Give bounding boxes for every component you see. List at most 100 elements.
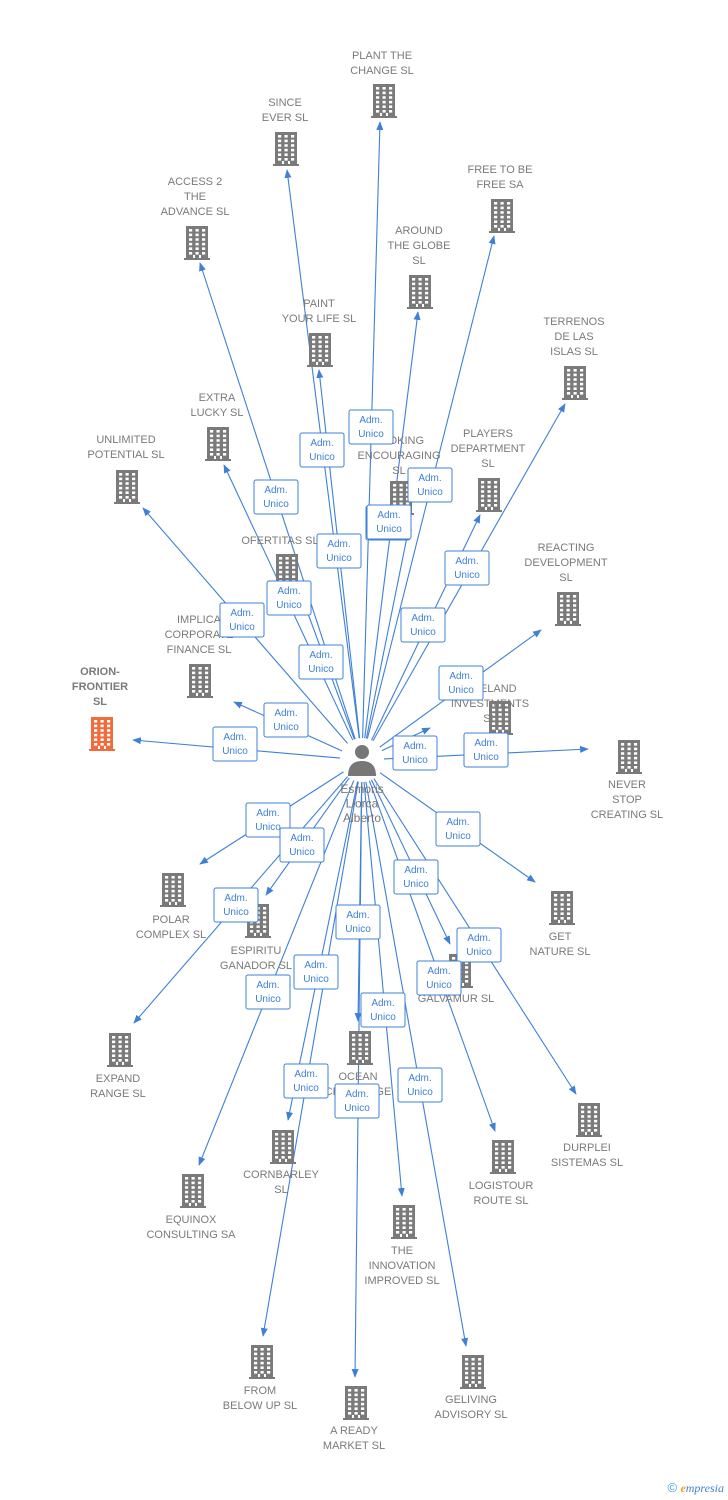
building-icon[interactable] — [347, 1031, 373, 1065]
company-label[interactable]: OFERTITAS SL — [241, 535, 318, 547]
relation-badge-access[interactable]: Adm.Unico — [253, 479, 299, 515]
building-icon[interactable] — [371, 84, 397, 118]
building-icon[interactable] — [490, 1140, 516, 1174]
building-icon[interactable] — [549, 891, 575, 925]
building-icon[interactable] — [89, 717, 115, 751]
relation-badge-implica[interactable]: Adm.Unico — [263, 702, 309, 738]
relation-badge-frombelow[interactable]: Adm.Unico — [283, 1063, 329, 1099]
building-icon[interactable] — [187, 664, 213, 698]
relation-badge-logistour[interactable]: Adm.Unico — [416, 960, 462, 996]
footer-brand[interactable]: © empresia — [668, 1480, 725, 1496]
relation-badge-geliving[interactable]: Adm.Unico — [397, 1067, 443, 1103]
relation-badge-extra[interactable]: Adm.Unico — [266, 580, 312, 616]
relation-badge-ocean[interactable]: Adm.Unico — [335, 904, 381, 940]
relation-badge-players[interactable]: Adm.Unico — [400, 607, 446, 643]
building-icon[interactable] — [489, 199, 515, 233]
building-icon[interactable] — [249, 1345, 275, 1379]
building-icon[interactable] — [562, 366, 588, 400]
relation-badge-durplei[interactable]: Adm.Unico — [456, 927, 502, 963]
building-icon[interactable] — [307, 333, 333, 367]
relation-badge-never[interactable]: Adm.Unico — [463, 732, 509, 768]
relation-badge-innovation[interactable]: Adm.Unico — [360, 992, 406, 1028]
building-icon[interactable] — [184, 226, 210, 260]
building-icon[interactable] — [205, 427, 231, 461]
building-icon[interactable] — [460, 1355, 486, 1389]
relation-badge-polar[interactable]: Adm.Unico — [245, 802, 291, 838]
relation-badge-cornbarley[interactable]: Adm.Unico — [245, 974, 291, 1010]
relation-badge-terrenos[interactable]: Adm.Unico — [444, 550, 490, 586]
relation-badge-free[interactable]: Adm.Unico — [407, 467, 453, 503]
building-icon[interactable] — [273, 132, 299, 166]
building-icon[interactable] — [555, 592, 581, 626]
relation-badge-ofertitas[interactable]: Adm.Unico — [298, 644, 344, 680]
building-icon[interactable] — [476, 478, 502, 512]
building-icon[interactable] — [180, 1174, 206, 1208]
building-icon[interactable] — [576, 1103, 602, 1137]
building-icon[interactable] — [407, 275, 433, 309]
relation-badge-paint[interactable]: Adm.Unico — [316, 533, 362, 569]
building-icon[interactable] — [616, 740, 642, 774]
relation-badge-galvamur[interactable]: Adm.Unico — [393, 859, 439, 895]
building-icon[interactable] — [107, 1033, 133, 1067]
relation-badge-espiritu[interactable]: Adm.Unico — [279, 827, 325, 863]
person-icon[interactable] — [348, 745, 376, 776]
relation-badge-unlimited[interactable]: Adm.Unico — [219, 602, 265, 638]
relation-badge-plant[interactable]: Adm.Unico — [348, 409, 394, 445]
relation-badge-expand[interactable]: Adm.Unico — [213, 887, 259, 923]
relation-badge-looking[interactable]: Adm.Unico — [366, 504, 412, 540]
building-icon[interactable] — [114, 470, 140, 504]
relation-badge-get[interactable]: Adm.Unico — [435, 811, 481, 847]
relation-badge-reacting[interactable]: Adm.Unico — [438, 665, 484, 701]
building-icon[interactable] — [391, 1205, 417, 1239]
relation-badge-equinox[interactable]: Adm.Unico — [293, 954, 339, 990]
building-icon[interactable] — [343, 1386, 369, 1420]
building-icon[interactable] — [270, 1130, 296, 1164]
